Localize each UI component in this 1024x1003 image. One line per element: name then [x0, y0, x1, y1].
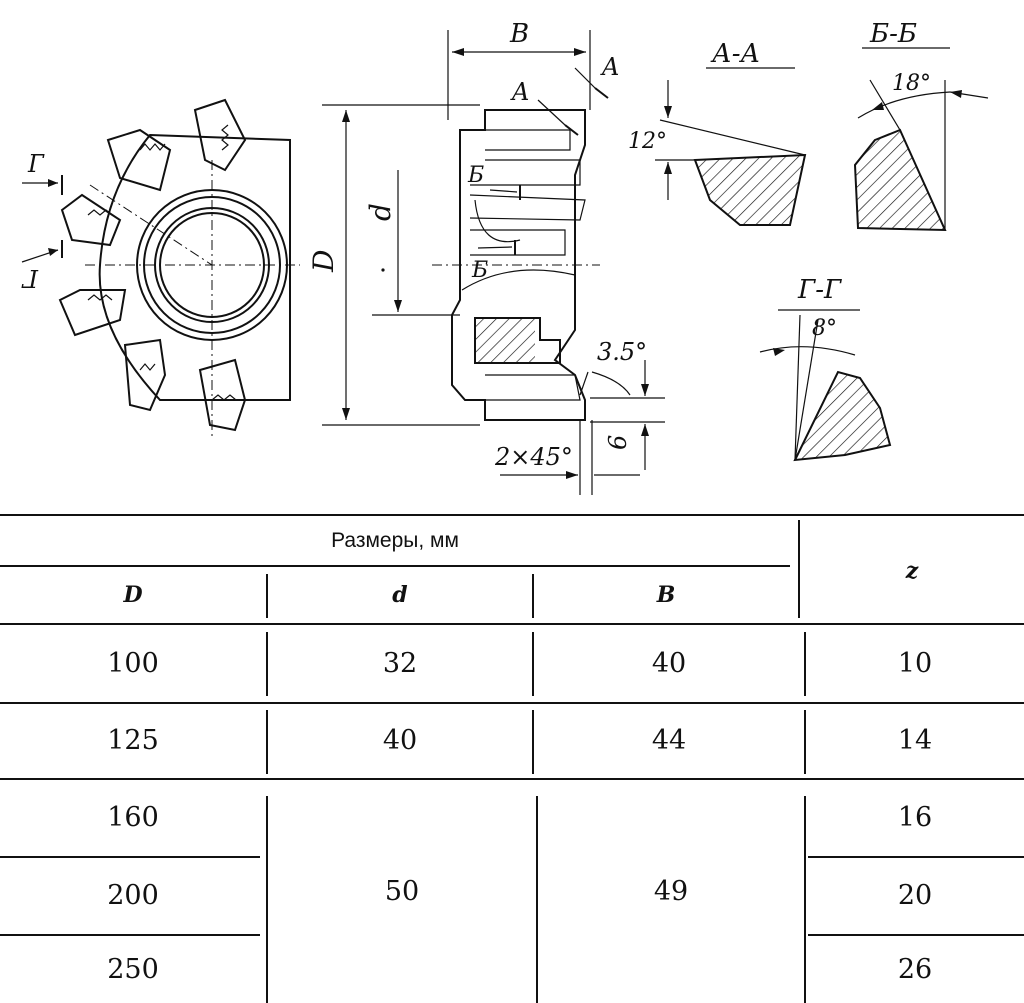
- cell-z-row5: 26: [897, 954, 933, 985]
- label-angle-35: 3.5°: [597, 338, 647, 366]
- label-section-BB: Б-Б: [869, 19, 917, 49]
- label-B-cut-bottom: Б: [471, 258, 488, 283]
- group-header-sizes: Размеры, мм: [331, 529, 459, 552]
- col-header-B: B: [656, 582, 676, 608]
- cell-z-row3: 16: [897, 802, 933, 833]
- cell-B-row2: 44: [651, 725, 687, 756]
- cell-d-row1: 32: [382, 648, 418, 679]
- label-angle-8: 8°: [812, 316, 837, 341]
- label-six: 6: [604, 435, 632, 450]
- label-section-AA: А-А: [710, 39, 760, 69]
- label-angle-12: 12°: [628, 129, 667, 154]
- section-BB: Б-Б 18°: [853, 19, 989, 232]
- label-gamma-bottom: Г: [21, 264, 39, 292]
- label-A-mid: A: [510, 78, 529, 106]
- cell-B-merged: 49: [653, 876, 689, 907]
- cutter-drawing: Г Г B A A D d: [21, 19, 989, 495]
- cell-D-row1: 100: [107, 648, 159, 679]
- cell-z-row1: 10: [897, 648, 933, 679]
- cell-D-row5: 250: [107, 954, 159, 985]
- cell-d-merged: 50: [384, 876, 420, 907]
- cell-d-row2: 40: [382, 725, 418, 756]
- label-A-top: A: [600, 53, 619, 81]
- col-header-D: D: [123, 582, 143, 608]
- section-GG: Г-Г 8°: [759, 275, 892, 462]
- cell-z-row2: 14: [897, 725, 933, 756]
- cell-z-row4: 20: [897, 880, 933, 911]
- cell-D-row4: 200: [107, 880, 159, 911]
- dimensions-table: Размеры, мм D d B z 100 32 40 10 125 40 …: [0, 508, 1024, 1003]
- label-B: B: [509, 19, 529, 49]
- label-B-cut-top: Б: [467, 163, 484, 188]
- col-header-z: z: [905, 558, 919, 584]
- cell-D-row2: 125: [107, 725, 159, 756]
- label-D: D: [307, 250, 340, 273]
- label-d: d: [364, 203, 397, 221]
- col-header-d: d: [392, 582, 408, 608]
- label-gamma-top: Г: [27, 150, 45, 178]
- label-section-GG: Г-Г: [797, 275, 842, 305]
- cell-B-row1: 40: [651, 648, 687, 679]
- side-view: B A A D d Б: [307, 19, 665, 495]
- section-AA: А-А 12°: [628, 39, 807, 226]
- label-chamfer: 2×45°: [494, 443, 573, 471]
- cell-D-row3: 160: [107, 802, 159, 833]
- label-angle-18: 18°: [892, 71, 931, 96]
- front-view: Г Г: [21, 98, 300, 440]
